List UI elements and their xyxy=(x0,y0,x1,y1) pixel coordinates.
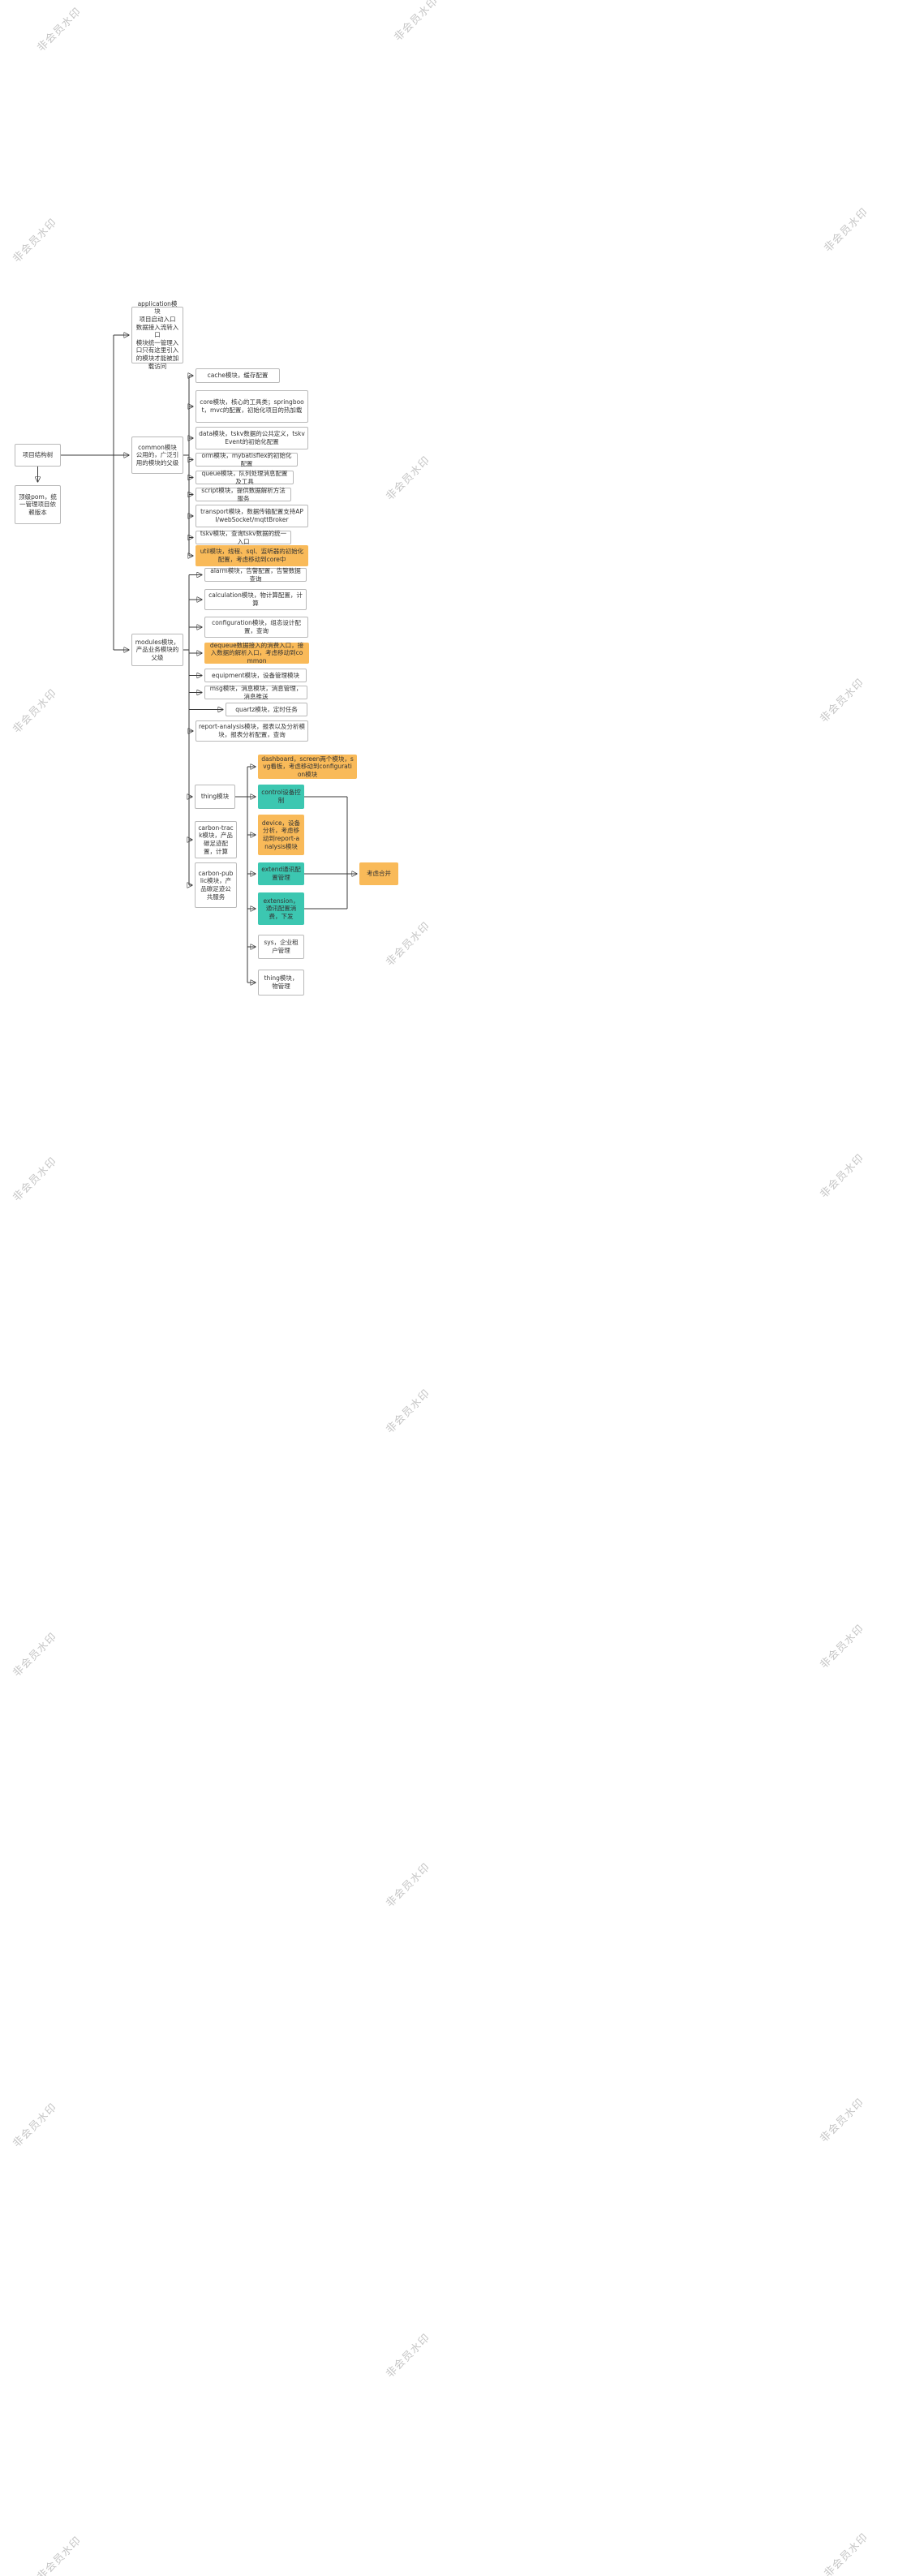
node-control[interactable]: control设备控制 xyxy=(258,785,304,809)
node-orm[interactable]: orm模块，mybatisflex的初始化配置 xyxy=(196,452,298,467)
node-dequeue[interactable]: dequeue数据接入的消费入口，接入数据的解析入口，考虑移动到common xyxy=(204,642,309,664)
node-script[interactable]: script模块，提供数据解析方法服务 xyxy=(196,487,291,502)
node-alarm[interactable]: alarm模块，告警配置，告警数据查询 xyxy=(204,567,307,583)
watermark-text: 非会员水印 xyxy=(392,0,441,44)
node-carbon-track[interactable]: carbon-track模块，产品碳足迹配置，计算 xyxy=(195,821,237,858)
node-device[interactable]: device，设备分析，考虑移动到report-analysis模块 xyxy=(258,815,304,855)
node-thing-manage[interactable]: thing模块，物管理 xyxy=(258,970,304,996)
watermark-text: 非会员水印 xyxy=(818,676,867,725)
node-thing[interactable]: thing模块 xyxy=(195,785,235,809)
node-transport[interactable]: transport模块，数据传输配置支持API/webSocket/mqttBr… xyxy=(196,505,308,527)
watermark-text: 非会员水印 xyxy=(35,2534,84,2576)
node-merge-note[interactable]: 考虑合并 xyxy=(359,862,398,885)
watermark-text: 非会员水印 xyxy=(384,1860,433,1910)
node-project-structure-tree[interactable]: 项目结构树 xyxy=(15,444,61,467)
node-common[interactable]: common模块 公用的，广泛引用的模块的父级 xyxy=(131,437,183,474)
watermark-text: 非会员水印 xyxy=(11,1630,60,1679)
watermark-text: 非会员水印 xyxy=(818,2096,867,2145)
node-dashboard-screen[interactable]: dashboard，screen两个模块，svg看板，考虑移动到configur… xyxy=(258,755,357,779)
node-tskv[interactable]: tskv模块，查询tskv数据的统一入口 xyxy=(196,530,291,545)
node-calculation[interactable]: calculation模块，物计算配置，计算 xyxy=(204,589,307,610)
watermark-text: 非会员水印 xyxy=(818,1151,867,1201)
node-application[interactable]: application模块 项目启动入口 数据接入流转入口 模块统一管理入口只有… xyxy=(131,300,183,370)
node-util[interactable]: util模块，线程、sql、监听器的初始化配置，考虑移动到core中 xyxy=(196,545,308,566)
node-report-analysis[interactable]: report-analysis模块，报表以及分析模块，报表分析配置，查询 xyxy=(196,720,308,742)
node-modules[interactable]: modules模块，产品业务模块的父级 xyxy=(131,634,183,666)
node-data[interactable]: data模块，tskv数据的公共定义，tskvEvent的初始化配置 xyxy=(196,427,308,449)
watermark-text: 非会员水印 xyxy=(11,2101,60,2150)
watermark-text: 非会员水印 xyxy=(384,454,433,503)
node-quartz[interactable]: quartz模块，定时任务 xyxy=(226,703,307,716)
node-configuration[interactable]: configuration模块，组态设计配置，查询 xyxy=(204,617,308,638)
watermark-text: 非会员水印 xyxy=(35,5,84,54)
node-msg[interactable]: msg模块，消息模块，消息管理，消息推送 xyxy=(204,685,307,700)
node-top-pom[interactable]: 顶级pom，统一管理项目依赖版本 xyxy=(15,485,61,524)
node-extension[interactable]: extension，通讯配置消费，下发 xyxy=(258,892,304,925)
node-sys[interactable]: sys，企业租户管理 xyxy=(258,935,304,959)
watermark-text: 非会员水印 xyxy=(384,2331,433,2380)
watermark-text: 非会员水印 xyxy=(384,919,433,969)
node-extend[interactable]: extend通讯配置管理 xyxy=(258,862,304,885)
node-queue[interactable]: queue模块，队列处理消息配置及工具 xyxy=(196,470,294,485)
watermark-text: 非会员水印 xyxy=(11,686,60,736)
watermark-text: 非会员水印 xyxy=(822,2531,871,2576)
node-cache[interactable]: cache模块，缓存配置 xyxy=(196,368,280,383)
watermark-text: 非会员水印 xyxy=(818,1622,867,1671)
watermark-text: 非会员水印 xyxy=(384,1387,433,1436)
watermark-text: 非会员水印 xyxy=(822,205,871,255)
watermark-text: 非会员水印 xyxy=(11,216,60,265)
node-carbon-public[interactable]: carbon-public模块，产品碳足迹公共服务 xyxy=(195,862,237,908)
node-core[interactable]: core模块，核心的工具类；springboot，mvc的配置，初始化项目的热加… xyxy=(196,390,308,423)
watermark-text: 非会员水印 xyxy=(11,1155,60,1204)
node-equipment[interactable]: equipment模块，设备管理模块 xyxy=(204,669,307,682)
